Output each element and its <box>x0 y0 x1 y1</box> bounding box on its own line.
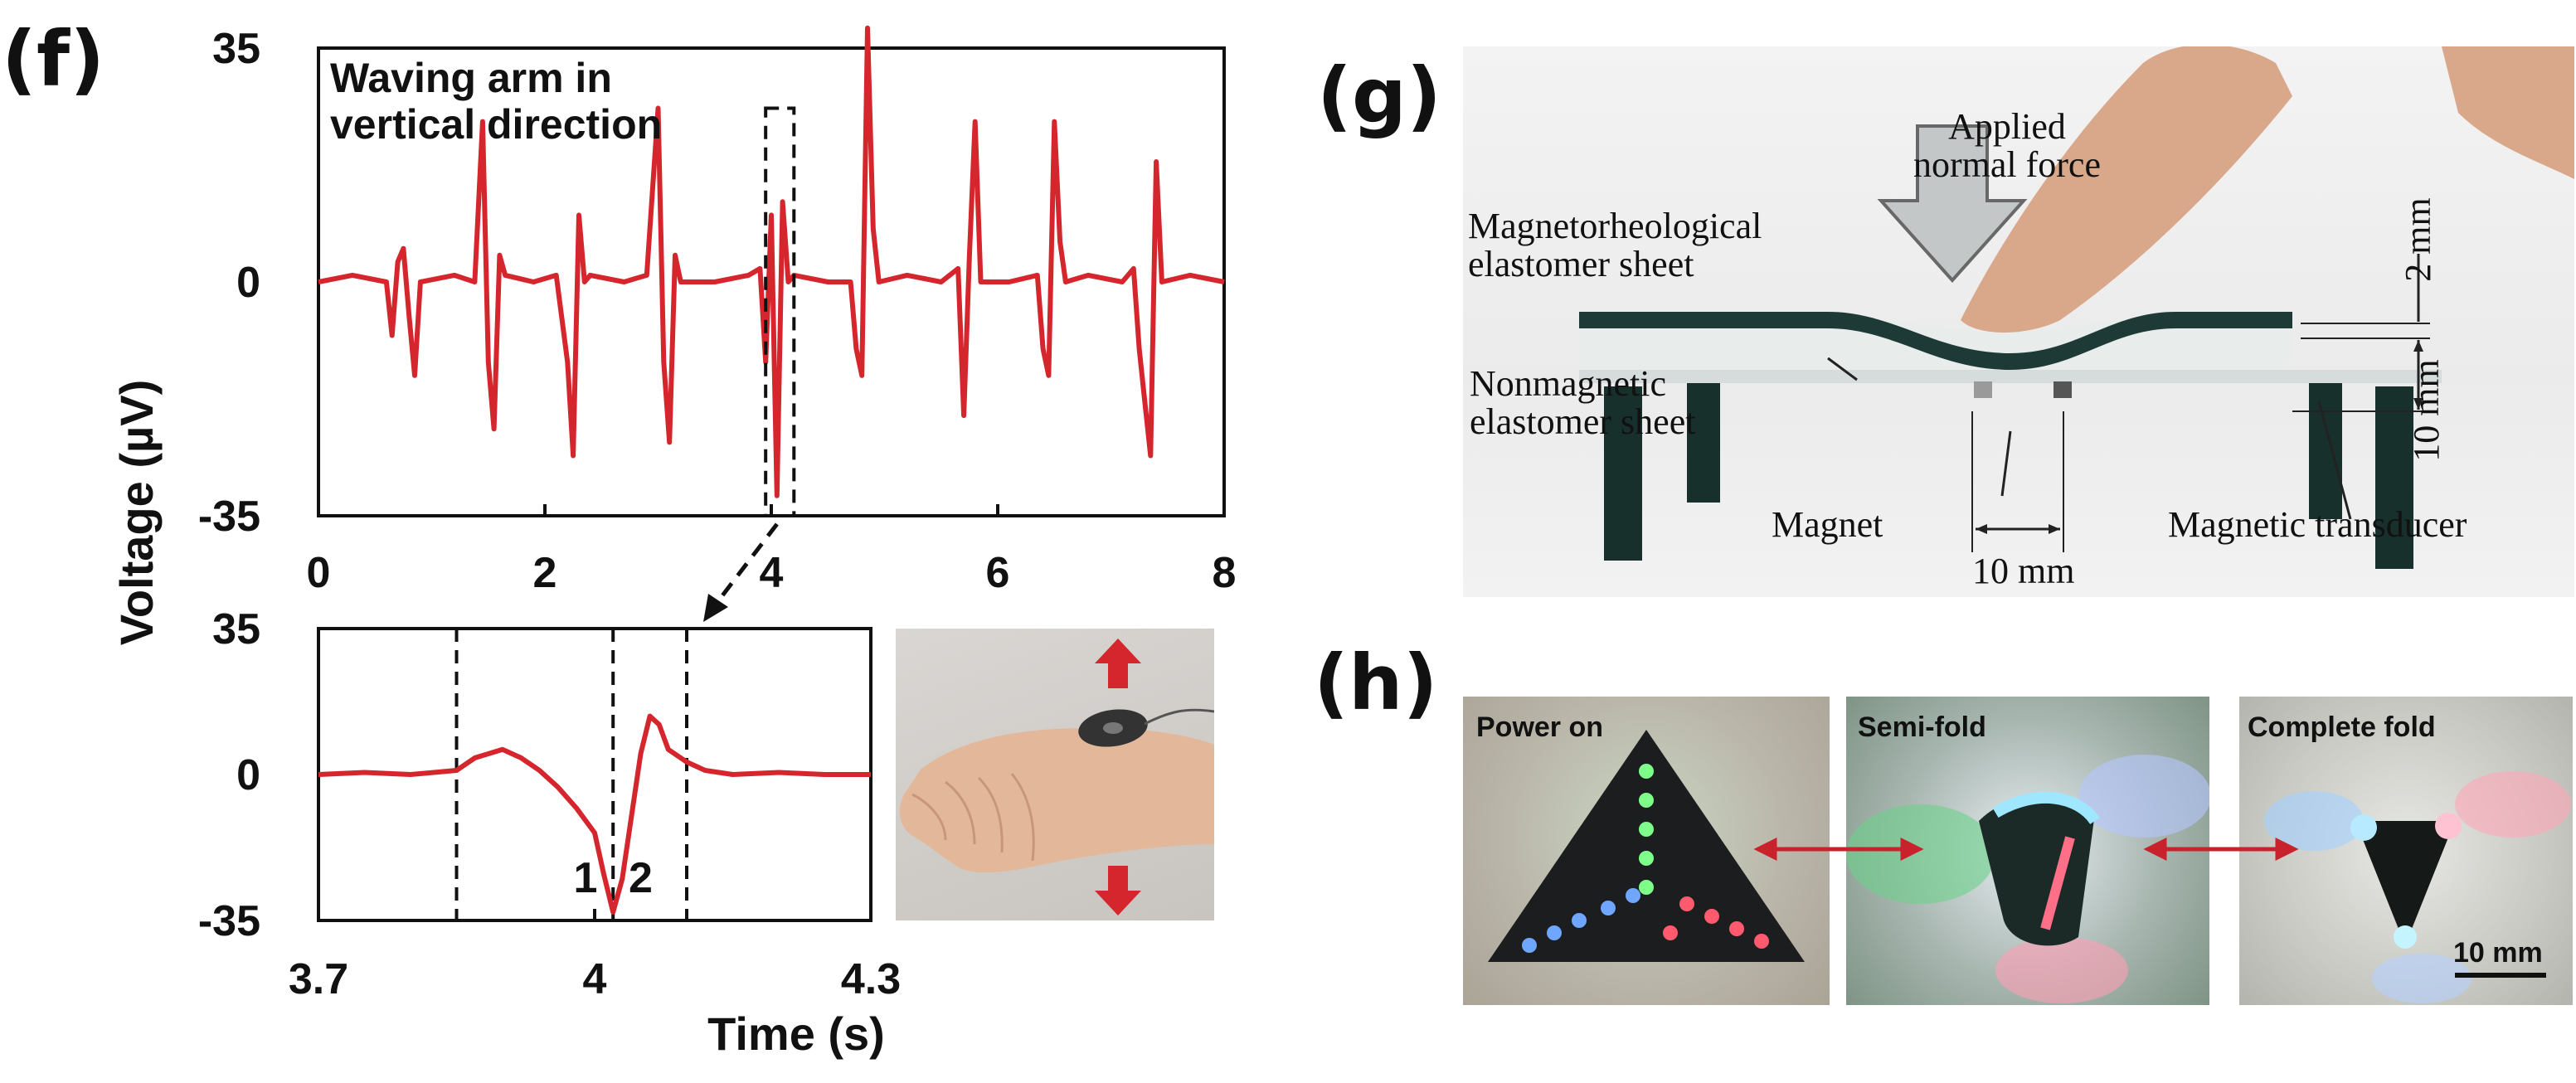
x-axis-title: Time (s) <box>707 1008 885 1060</box>
chart-title-line-2: vertical direction <box>330 101 663 148</box>
chart-title: Waving arm in vertical direction <box>330 55 662 148</box>
zoom-connector <box>713 522 779 607</box>
dim-10mm-bottom: 10 mm <box>1972 551 2075 591</box>
semi-fold-label: Semi-fold <box>1858 711 1986 743</box>
mre-sheet-label: Magnetorheological elastomer sheet <box>1468 206 1762 284</box>
arrow-down-shaft <box>1108 866 1128 891</box>
inset-y-tick-label: -35 <box>198 897 260 945</box>
main-x-tick-label: 0 <box>307 549 331 597</box>
sensor-photo <box>1463 46 2574 597</box>
hand-photo <box>896 629 1214 920</box>
main-x-tick-label: 6 <box>986 549 1010 597</box>
inset-x-tick-label: 4 <box>583 955 607 1003</box>
inset-voltage-series <box>318 713 871 915</box>
main-voltage-series <box>318 25 1225 498</box>
panel-letter-f: (f) <box>2 15 105 104</box>
panel-letter-h: (h) <box>1314 639 1438 727</box>
nonmag-sheet-label: Nonmagnetic elastomer sheet <box>1470 363 1696 442</box>
power-on-label: Power on <box>1476 711 1604 743</box>
arrow-down-icon <box>1095 891 1141 915</box>
applied-force-label: Applied normal force <box>1913 106 2101 185</box>
inset-y-tick-label: 0 <box>236 751 260 799</box>
phase-marker-2: 2 <box>629 854 653 902</box>
magnet-label: Magnet <box>1772 504 1883 545</box>
inset-x-tick-label: 4.3 <box>841 955 901 1003</box>
zoom-connector-arrowhead <box>703 594 728 622</box>
photo-complete-fold <box>2239 697 2573 1005</box>
complete-fold-label: Complete fold <box>2248 711 2436 743</box>
arrow-up-icon <box>1095 639 1141 663</box>
arrow-up-shaft <box>1108 663 1128 688</box>
chart-title-line-1: Waving arm in <box>330 55 612 101</box>
panel-letter-g: (g) <box>1317 51 1441 140</box>
main-x-tick-label: 4 <box>760 549 784 597</box>
main-x-tick-label: 8 <box>1213 549 1237 597</box>
main-y-tick-label: 35 <box>212 25 260 73</box>
inset-y-tick-label: 35 <box>212 605 260 653</box>
main-y-tick-label: 0 <box>236 259 260 307</box>
main-x-tick-label: 2 <box>533 549 557 597</box>
transducer-label: Magnetic transducer <box>2168 504 2467 545</box>
main-y-tick-label: -35 <box>198 493 260 541</box>
scale-bar-label: 10 mm <box>2453 937 2543 969</box>
phase-marker-1: 1 <box>573 854 597 902</box>
inset-x-tick-label: 3.7 <box>289 955 348 1003</box>
